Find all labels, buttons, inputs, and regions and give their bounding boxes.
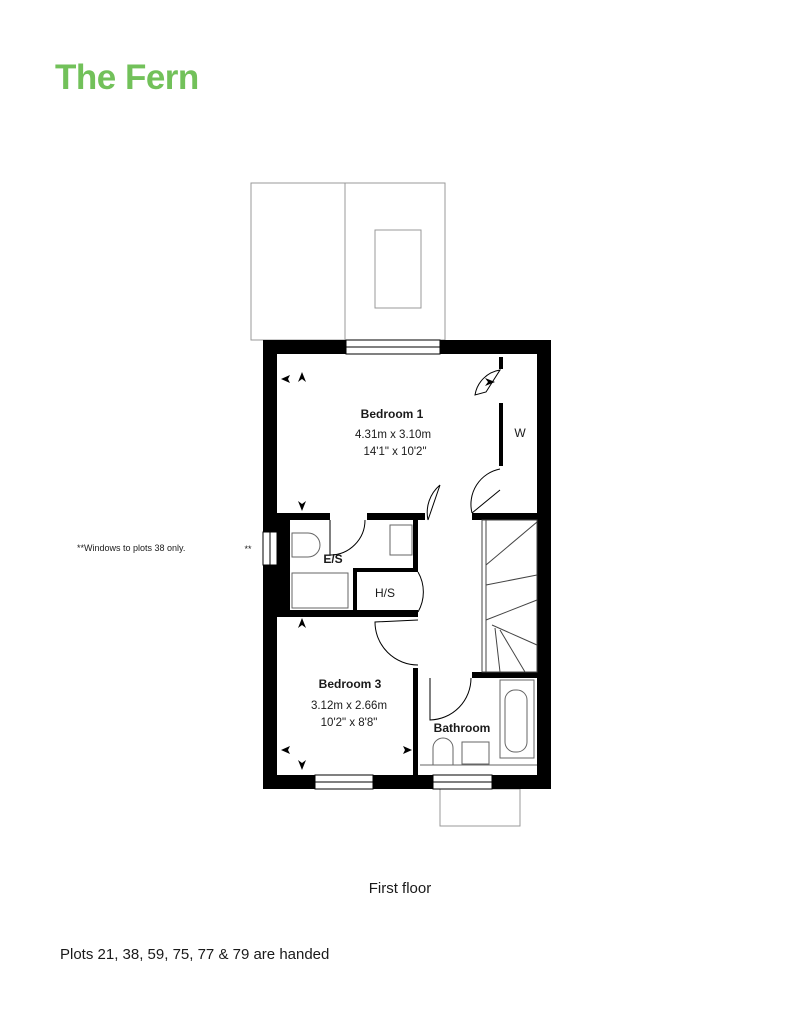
staircase bbox=[481, 519, 538, 673]
room-size-metric-bedroom-1: 4.31m x 3.10m bbox=[355, 429, 431, 441]
room-size-imperial-bedroom-3: 10'2" x 8'8" bbox=[321, 717, 378, 729]
arrow-markers bbox=[281, 372, 495, 770]
windows bbox=[262, 339, 493, 790]
window-marker: ** bbox=[244, 544, 252, 554]
inner-walls bbox=[277, 357, 537, 775]
window-note: **Windows to plots 38 only. bbox=[77, 543, 186, 553]
floor-label: First floor bbox=[368, 880, 432, 897]
room-name-bathroom: Bathroom bbox=[434, 721, 491, 735]
page-title: The Fern bbox=[55, 58, 199, 97]
room-name-bedroom-3: Bedroom 3 bbox=[319, 677, 382, 691]
room-size-metric-bedroom-3: 3.12m x 2.66m bbox=[311, 700, 387, 712]
handed-note: Plots 21, 38, 59, 75, 77 & 79 are handed bbox=[60, 946, 330, 963]
room-name-hot-store: H/S bbox=[375, 586, 395, 600]
room-name-wardrobe: W bbox=[514, 426, 526, 440]
room-size-imperial-bedroom-1: 14'1" x 10'2" bbox=[363, 446, 426, 458]
doors bbox=[329, 369, 502, 721]
fixtures bbox=[291, 524, 537, 766]
room-name-en-suite: E/S bbox=[323, 552, 342, 566]
room-name-bedroom-1: Bedroom 1 bbox=[361, 407, 424, 421]
